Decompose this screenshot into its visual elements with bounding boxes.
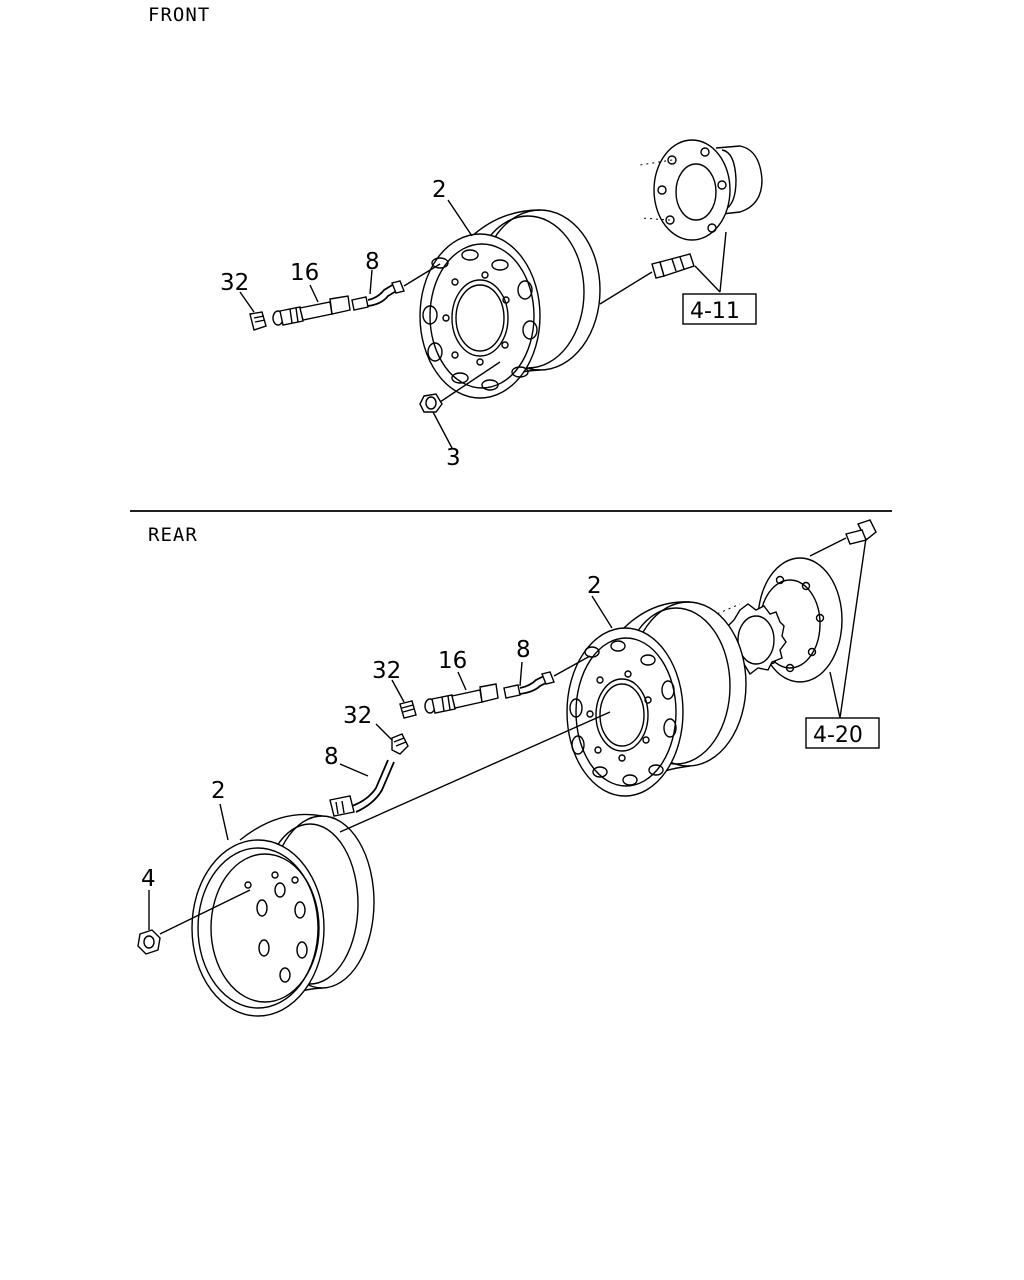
rear-reference-box: 4-20 bbox=[805, 717, 880, 749]
rear-label-hose-lower: 8 bbox=[324, 744, 339, 770]
front-label-cap: 32 bbox=[220, 270, 249, 296]
front-label-wheel: 2 bbox=[432, 177, 447, 203]
rear-hose-upper-leader bbox=[519, 661, 523, 687]
front-wheel bbox=[419, 209, 601, 399]
rear-label-nut: 4 bbox=[141, 866, 156, 892]
front-label-extension: 16 bbox=[290, 260, 319, 286]
front-ref-leader-a bbox=[694, 265, 721, 293]
rear-outer-wheel-leader bbox=[219, 803, 229, 841]
rear-valve-cap-upper bbox=[399, 700, 417, 719]
rear-label-outer-wheel: 2 bbox=[211, 778, 226, 804]
rear-section-title: REAR bbox=[148, 524, 198, 546]
front-nut-leader bbox=[432, 411, 453, 449]
rear-ref-leader-b bbox=[829, 671, 841, 719]
front-label-hose: 8 bbox=[365, 249, 380, 275]
front-reference-box: 4-11 bbox=[682, 293, 757, 325]
front-valve-cap bbox=[249, 311, 267, 331]
rear-wheel-nut bbox=[137, 889, 251, 955]
rear-label-cap-upper: 32 bbox=[372, 658, 401, 684]
rear-ref-label: 4-20 bbox=[813, 723, 863, 748]
rear-valve-extension bbox=[424, 683, 499, 714]
front-valve-extension bbox=[272, 295, 351, 326]
rear-valve-hose-upper bbox=[503, 655, 591, 699]
rear-outer-wheel bbox=[191, 813, 375, 1017]
rear-cap-upper-leader bbox=[391, 679, 405, 703]
front-wheel-leader bbox=[447, 199, 473, 237]
rear-label-inner-wheel: 2 bbox=[587, 573, 602, 599]
rear-hub-bolt bbox=[809, 519, 877, 557]
front-hose-leader bbox=[369, 269, 373, 295]
rear-label-hose-upper: 8 bbox=[516, 637, 531, 663]
front-hub bbox=[639, 139, 763, 241]
rear-label-extension: 16 bbox=[438, 648, 467, 674]
rear-cap-lower-leader bbox=[375, 723, 393, 741]
front-label-nut: 3 bbox=[446, 445, 461, 471]
front-wheel-nut bbox=[419, 361, 501, 413]
front-valve-hose bbox=[351, 263, 441, 311]
front-cap-leader bbox=[239, 291, 255, 313]
front-wheel-stud bbox=[651, 253, 695, 279]
rear-inner-wheel-leader bbox=[591, 595, 613, 629]
rear-label-cap-lower: 32 bbox=[343, 703, 372, 729]
front-section-title: FRONT bbox=[148, 4, 210, 26]
front-extension-leader bbox=[309, 284, 319, 303]
front-ref-leader-b bbox=[719, 231, 727, 293]
rear-extension-leader bbox=[457, 671, 467, 691]
front-ref-label: 4-11 bbox=[690, 299, 740, 324]
rear-hose-lower-leader bbox=[339, 763, 369, 777]
rear-inner-wheel bbox=[566, 601, 747, 797]
front-stud-leader bbox=[599, 271, 653, 305]
rear-ref-leader-a bbox=[839, 537, 867, 719]
rear-valve-cap-lower bbox=[391, 733, 409, 755]
rear-valve-hose-lower bbox=[329, 711, 611, 833]
